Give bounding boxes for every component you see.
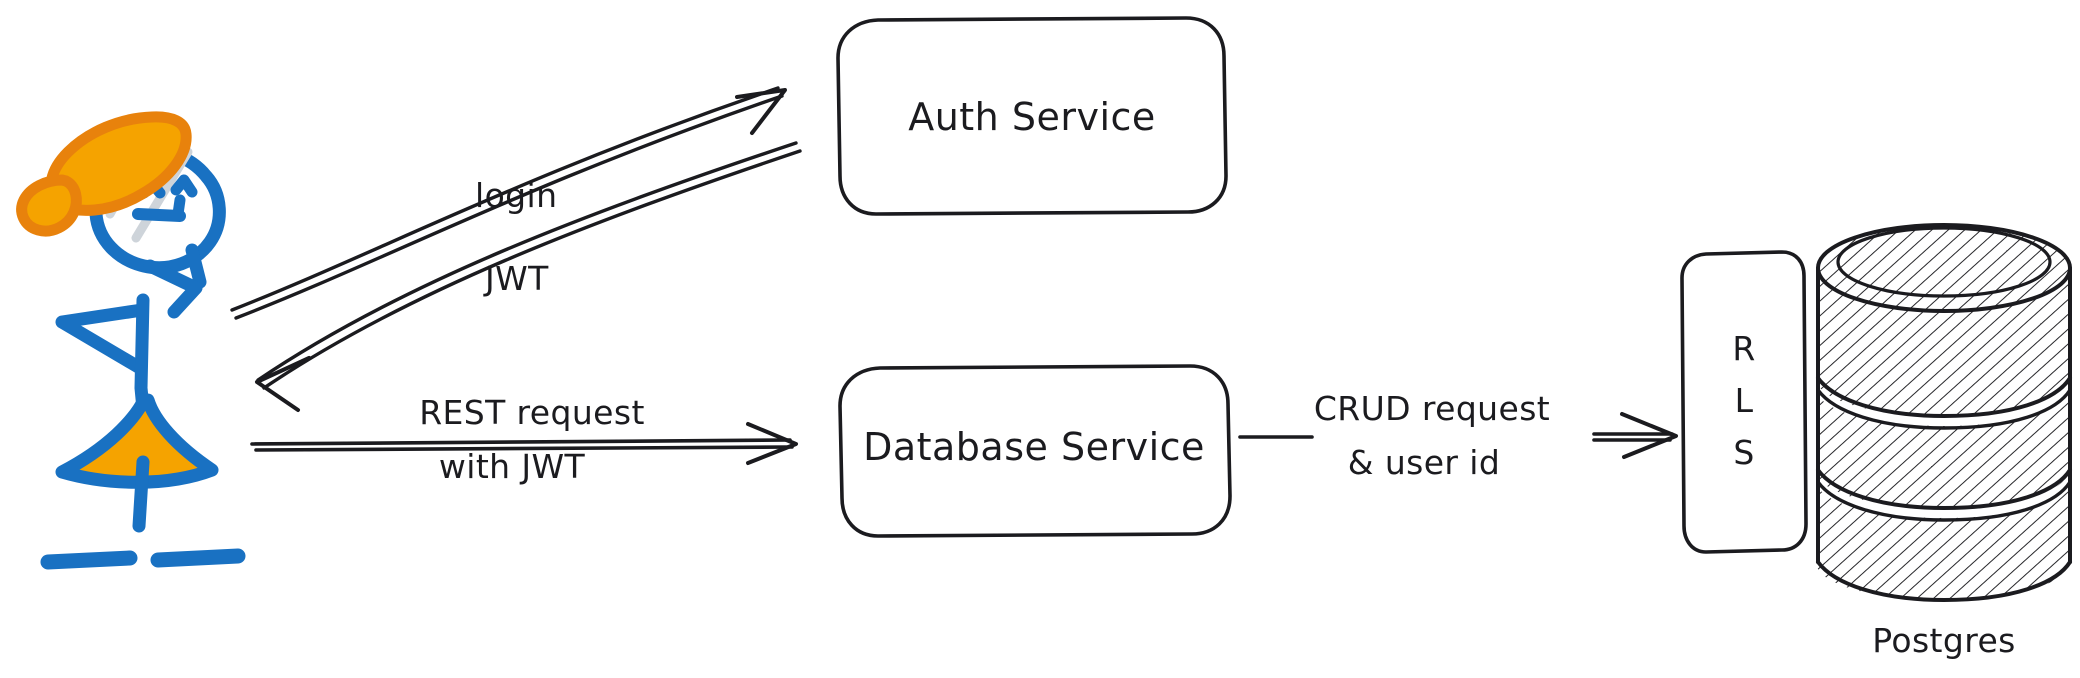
node-outline <box>838 364 1232 538</box>
figure-neck <box>185 243 207 289</box>
cylinder-divider-1 <box>1816 376 2072 418</box>
edge-label-rest-line1: REST request <box>419 393 645 432</box>
figure-leg <box>132 455 150 533</box>
cylinder-divider-2 <box>1816 468 2072 510</box>
figure-arm-right <box>143 259 203 319</box>
user-stick-figure[interactable] <box>16 111 246 570</box>
edge-label-login: login <box>475 176 557 215</box>
arrowhead <box>746 422 798 465</box>
edge-database-to-rls[interactable] <box>1238 412 1678 459</box>
node-auth-service[interactable]: Auth Service <box>836 16 1228 216</box>
cylinder-band-top-fill <box>1816 226 2068 416</box>
node-label-letter-r: R <box>1732 329 1755 368</box>
cylinder-divider-2b <box>1816 480 2072 522</box>
cylinder-divider-1b <box>1816 388 2072 430</box>
node-outline <box>836 16 1228 216</box>
edge-line-double <box>254 445 794 452</box>
figure-foot-right <box>150 548 246 568</box>
figure-arm-left <box>55 303 149 375</box>
edge-line-double <box>234 94 784 320</box>
figure-hat <box>45 111 192 216</box>
edge-label-rest-line2: with JWT <box>439 447 586 486</box>
node-database-service[interactable]: Database Service <box>838 364 1232 538</box>
node-label-postgres: Postgres <box>1872 621 2016 660</box>
edge-line <box>256 141 798 382</box>
edge-auth-to-user[interactable] <box>255 141 802 412</box>
node-label-letter-l: L <box>1735 381 1754 420</box>
cylinder-top-inner-ellipse <box>1836 226 2052 298</box>
edge-label-crud-line1: CRUD request <box>1314 389 1550 428</box>
figure-hat-brim <box>16 174 82 237</box>
figure-foot-left <box>40 550 138 570</box>
edge-line <box>230 86 780 312</box>
edge-label-jwt: JWT <box>483 259 549 298</box>
node-postgres[interactable]: Postgres <box>1800 210 2080 660</box>
node-label: Database Service <box>863 425 1205 469</box>
node-label-letter-s: S <box>1733 433 1754 472</box>
cylinder-bottom <box>1816 560 2072 602</box>
arrowhead <box>735 88 787 135</box>
edge-user-to-auth[interactable] <box>230 86 787 320</box>
arrowhead <box>255 356 311 412</box>
figure-eye-right <box>170 174 198 198</box>
node-label: Auth Service <box>908 95 1156 139</box>
node-rls[interactable]: R L S <box>1680 250 1808 554</box>
arrowhead <box>1620 412 1678 459</box>
edge-line <box>250 438 792 446</box>
edge-line-double <box>262 149 802 390</box>
edge-label-crud-line2: & user id <box>1348 443 1500 482</box>
edge-user-to-database[interactable] <box>250 422 798 465</box>
figure-mouth <box>132 208 186 222</box>
node-outline <box>1680 250 1808 554</box>
